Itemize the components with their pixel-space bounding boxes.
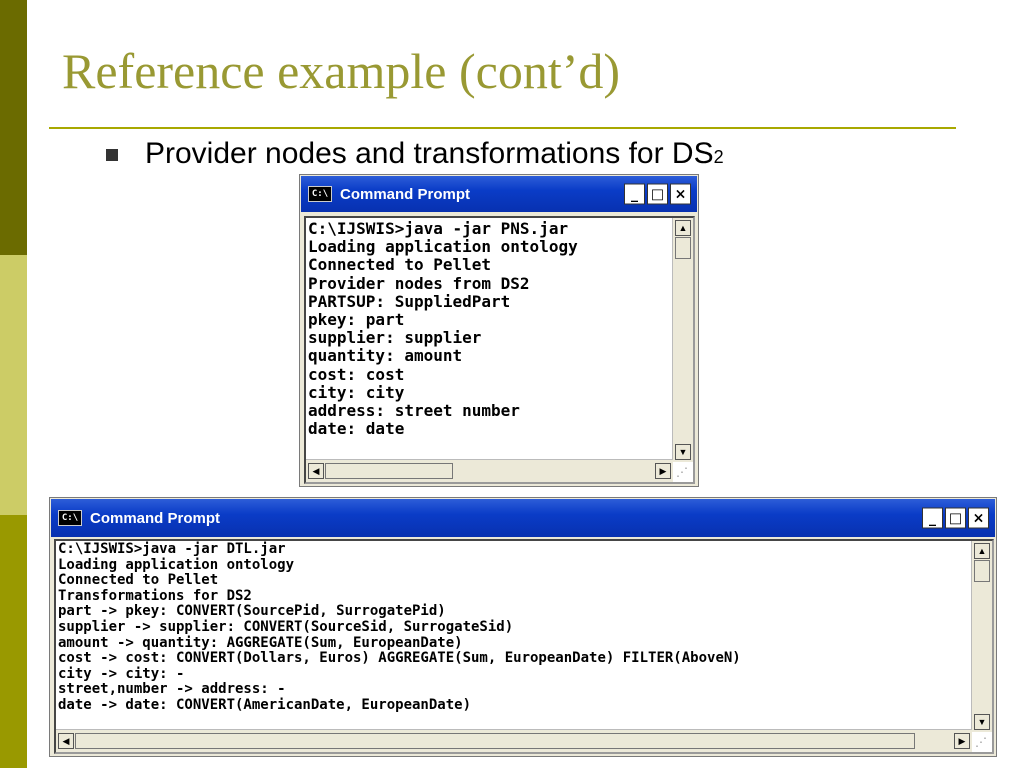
minimize-button[interactable]: _ xyxy=(922,507,943,529)
bullet-main: Provider nodes and transformations for D… xyxy=(145,137,714,170)
console-line: address: street number xyxy=(308,401,520,421)
console-line: cost: cost xyxy=(308,364,405,384)
window-2-vertical-scrollbar[interactable]: ▲ ▼ xyxy=(971,541,992,732)
window-1-controls: _ □ × xyxy=(624,183,691,205)
scroll-down-arrow-icon[interactable]: ▼ xyxy=(675,444,691,460)
window-2-console[interactable]: C:\IJSWIS>java -jar DTL.jar Loading appl… xyxy=(54,539,994,754)
console-line: Connected to Pellet xyxy=(308,255,492,275)
console-line: Loading application ontology xyxy=(58,556,295,573)
maximize-button[interactable]: □ xyxy=(945,507,966,529)
left-bar-middle xyxy=(0,255,27,515)
window-1-console-text: C:\IJSWIS>java -jar PNS.jar Loading appl… xyxy=(308,219,578,439)
console-line: date -> date: CONVERT(AmericanDate, Euro… xyxy=(58,696,472,713)
console-line: C:\IJSWIS>java -jar DTL.jar xyxy=(58,541,286,557)
window-2-horizontal-scrollbar[interactable]: ◀ ▶ xyxy=(56,729,972,752)
resize-grip-icon[interactable]: ⋰ xyxy=(975,735,987,749)
console-line: city: city xyxy=(308,382,405,402)
console-line: Loading application ontology xyxy=(308,237,578,257)
console-line: amount -> quantity: AGGREGATE(Sum, Europ… xyxy=(58,634,463,651)
window-2-controls: _ □ × xyxy=(922,507,989,529)
console-line: pkey: part xyxy=(308,310,405,330)
console-line: supplier -> supplier: CONVERT(SourceSid,… xyxy=(58,618,514,635)
console-line: Transformations for DS2 xyxy=(58,587,252,604)
maximize-button[interactable]: □ xyxy=(647,183,668,205)
console-line: Provider nodes from DS2 xyxy=(308,273,530,293)
bullet-square-icon xyxy=(106,149,118,161)
minimize-button[interactable]: _ xyxy=(624,183,645,205)
window-2-console-text: C:\IJSWIS>java -jar DTL.jar Loading appl… xyxy=(58,541,741,714)
left-bar-top xyxy=(0,0,27,255)
console-line: part -> pkey: CONVERT(SourcePid, Surroga… xyxy=(58,603,446,620)
console-icon: C:\ xyxy=(58,510,82,526)
window-1-vertical-scrollbar[interactable]: ▲ ▼ xyxy=(672,218,693,462)
command-prompt-window-2: C:\ Command Prompt _ □ × C:\IJSWIS>java … xyxy=(49,497,997,757)
scroll-thumb[interactable] xyxy=(974,560,990,582)
console-line: quantity: amount xyxy=(308,346,463,366)
resize-grip-icon[interactable]: ⋰ xyxy=(676,465,688,479)
console-line: Connected to Pellet xyxy=(58,572,219,589)
console-line: C:\IJSWIS>java -jar PNS.jar xyxy=(308,219,569,238)
bullet-text: Provider nodes and transformations for D… xyxy=(145,137,724,171)
console-line: supplier: supplier xyxy=(308,328,482,348)
horizontal-scroll-thumb[interactable] xyxy=(75,733,915,749)
console-line: date: date xyxy=(308,419,405,439)
console-line: city -> city: - xyxy=(58,665,185,682)
scroll-up-arrow-icon[interactable]: ▲ xyxy=(675,220,691,236)
command-prompt-window-1: C:\ Command Prompt _ □ × C:\IJSWIS>java … xyxy=(299,174,699,487)
close-button[interactable]: × xyxy=(670,183,691,205)
left-bar-bottom xyxy=(0,515,27,768)
title-rule xyxy=(49,127,956,129)
console-icon: C:\ xyxy=(308,186,332,202)
scroll-thumb[interactable] xyxy=(675,237,691,259)
console-line: PARTSUP: SuppliedPart xyxy=(308,291,511,311)
bullet-subscript: 2 xyxy=(713,147,724,167)
scroll-right-arrow-icon[interactable]: ▶ xyxy=(954,733,970,749)
window-1-title: Command Prompt xyxy=(340,185,471,203)
scroll-up-arrow-icon[interactable]: ▲ xyxy=(974,543,990,559)
console-line: cost -> cost: CONVERT(Dollars, Euros) AG… xyxy=(58,650,741,667)
window-1-horizontal-scrollbar[interactable]: ◀ ▶ xyxy=(306,459,673,482)
slide-title: Reference example (cont’d) xyxy=(62,43,621,99)
window-1-console[interactable]: C:\IJSWIS>java -jar PNS.jar Loading appl… xyxy=(304,216,695,484)
console-line: street,number -> address: - xyxy=(58,681,286,698)
scroll-down-arrow-icon[interactable]: ▼ xyxy=(974,714,990,730)
window-2-title: Command Prompt xyxy=(90,509,221,527)
window-2-titlebar[interactable]: C:\ Command Prompt _ □ × xyxy=(51,499,995,537)
scroll-left-arrow-icon[interactable]: ◀ xyxy=(308,463,324,479)
close-button[interactable]: × xyxy=(968,507,989,529)
scroll-right-arrow-icon[interactable]: ▶ xyxy=(655,463,671,479)
horizontal-scroll-thumb[interactable] xyxy=(325,463,453,479)
window-1-titlebar[interactable]: C:\ Command Prompt _ □ × xyxy=(301,176,697,212)
scroll-left-arrow-icon[interactable]: ◀ xyxy=(58,733,74,749)
